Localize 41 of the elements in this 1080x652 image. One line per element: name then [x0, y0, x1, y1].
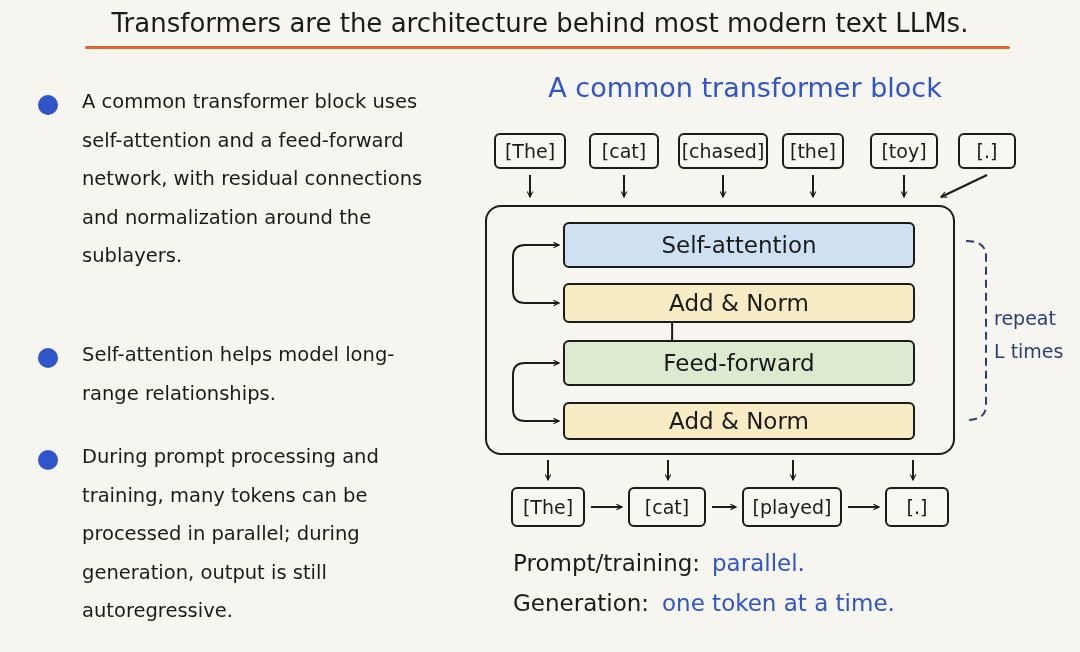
arrow: [711, 503, 737, 511]
bullet-text: During prompt processing and training, many tokens can be processed in parallel; during generation, output is still autoregressive.: [82, 444, 380, 624]
transformer-block: [485, 205, 955, 455]
arrow: [940, 174, 988, 198]
layer-box: Feed-forward: [563, 340, 915, 386]
token-box: [the]: [782, 133, 844, 169]
token-box: [The]: [494, 133, 566, 169]
mode-label: Prompt/training:: [513, 550, 701, 576]
connector-line: [671, 322, 674, 341]
token-box: [toy]: [870, 133, 938, 169]
layer-box: Self-attention: [563, 222, 915, 268]
arrow: [526, 174, 534, 198]
mode-value: parallel.: [712, 550, 805, 576]
diagram-subtitle: A common transformer block: [547, 72, 943, 103]
page-title: Transformers are the architecture behind most modern text LLMs.: [110, 8, 970, 38]
arrow: [900, 174, 908, 198]
token-box: [cat]: [628, 487, 706, 527]
token-box: [cat]: [589, 133, 659, 169]
layer-box: Add & Norm: [563, 283, 915, 323]
repeat-note: repeat L times: [994, 306, 1065, 364]
arrow: [544, 459, 552, 481]
token-box: [The]: [511, 487, 585, 527]
mode-label: Generation:: [513, 590, 650, 616]
bullet-text: A common transformer block uses self-attention and a feed-forward network, with residual connections and normalization around the sublayers.: [82, 89, 424, 269]
bullet-text: Self-attention helps model long-range relationships.: [82, 342, 396, 407]
arrow: [719, 174, 727, 198]
arrow: [847, 503, 880, 511]
arrow: [789, 459, 797, 481]
mode-value: one token at a time.: [662, 590, 895, 616]
token-box: [.]: [958, 133, 1016, 169]
arrow: [664, 459, 672, 481]
token-box: [.]: [885, 487, 949, 527]
arrow: [512, 359, 560, 425]
token-box: [chased]: [678, 133, 768, 169]
token-box: [played]: [742, 487, 842, 527]
arrow: [512, 241, 560, 307]
arrow: [809, 174, 817, 198]
arrow: [620, 174, 628, 198]
layer-box: Add & Norm: [563, 402, 915, 440]
arrow: [590, 503, 623, 511]
arrow: [909, 459, 917, 481]
